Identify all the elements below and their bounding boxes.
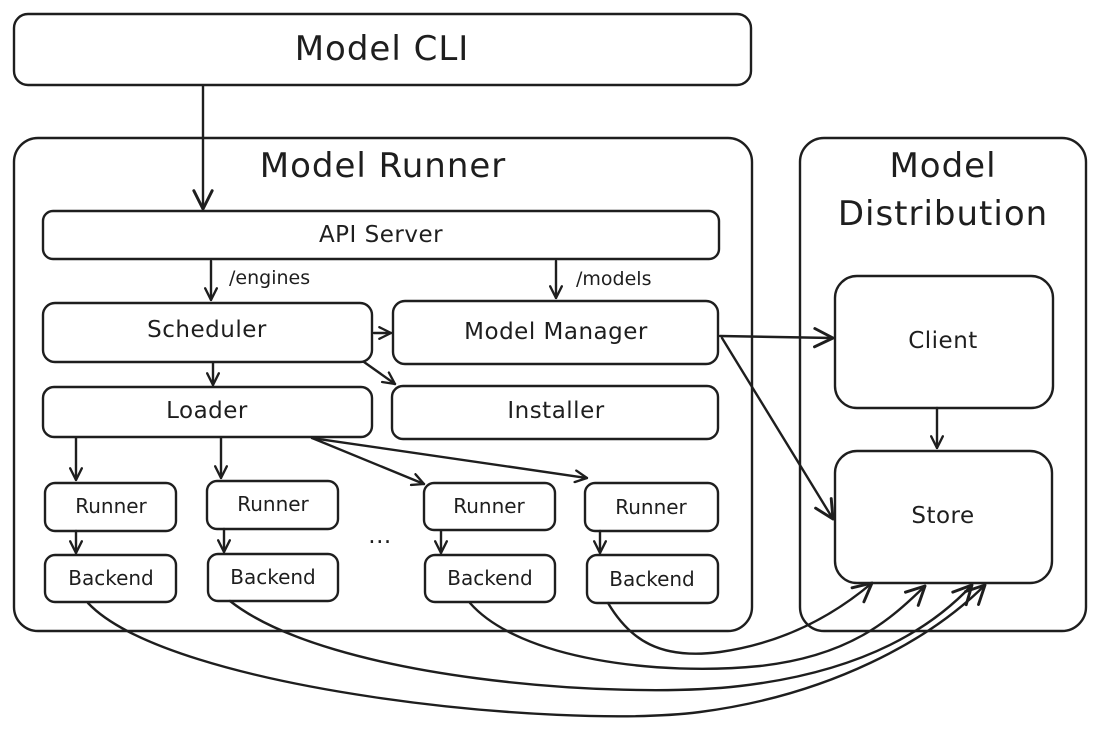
backend-label: Backend xyxy=(230,565,316,589)
loader-box: Loader xyxy=(41,385,374,439)
backend-label: Backend xyxy=(609,567,695,591)
model-runner-container: Model Runner xyxy=(12,136,754,633)
scheduler-box: Scheduler xyxy=(41,301,374,364)
client-box: Client xyxy=(833,274,1055,410)
runner-box-3: Runner xyxy=(422,481,557,532)
store-label: Store xyxy=(911,503,974,529)
model-cli-label: Model CLI xyxy=(295,29,470,69)
runner-box-2: Runner xyxy=(205,479,340,531)
model-runner-title: Model Runner xyxy=(260,146,507,186)
backend-box-3: Backend xyxy=(423,553,557,604)
model-manager-to-store-arrow xyxy=(720,336,835,521)
client-label: Client xyxy=(908,328,978,354)
backend-label: Backend xyxy=(68,566,154,590)
runner-label: Runner xyxy=(615,495,687,519)
backend-box-4: Backend xyxy=(585,553,720,605)
backend-box-1: Backend xyxy=(43,553,178,604)
model-distribution-title-line2: Distribution xyxy=(838,194,1048,234)
backend-3-to-store-arrow xyxy=(468,584,927,670)
model-cli-box: Model CLI xyxy=(12,12,753,87)
loader-to-runner-4-arrow xyxy=(310,436,589,484)
backend-4-to-store-arrow xyxy=(606,581,874,655)
loader-to-runner-3-arrow xyxy=(310,436,426,487)
runner-ellipsis: ... xyxy=(368,523,391,549)
model-manager-box: Model Manager xyxy=(391,299,720,366)
backend-label: Backend xyxy=(447,566,533,590)
engines-route-label: /engines xyxy=(229,267,310,289)
backend-2-to-store-arrow xyxy=(228,583,974,692)
api-server-label: API Server xyxy=(319,222,443,248)
scheduler-label: Scheduler xyxy=(147,317,267,343)
installer-box: Installer xyxy=(390,384,720,441)
model-manager-to-client-arrow xyxy=(718,327,835,349)
api-server-box: API Server xyxy=(41,209,721,261)
store-box: Store xyxy=(833,449,1054,585)
model-distribution-title-line1: Model xyxy=(889,146,996,186)
backend-1-to-store-arrow xyxy=(86,583,987,718)
models-route-label: /models xyxy=(576,268,651,290)
runner-box-1: Runner xyxy=(43,481,178,533)
backend-box-2: Backend xyxy=(206,552,340,603)
model-distribution-container: Model Distribution xyxy=(798,136,1088,633)
installer-label: Installer xyxy=(507,398,604,424)
runner-label: Runner xyxy=(75,494,147,518)
runner-label: Runner xyxy=(237,492,309,516)
loader-label: Loader xyxy=(166,398,248,424)
runner-label: Runner xyxy=(453,494,525,518)
scheduler-to-installer-arrow xyxy=(362,360,397,386)
model-manager-label: Model Manager xyxy=(464,319,648,345)
runner-box-4: Runner xyxy=(583,481,720,533)
